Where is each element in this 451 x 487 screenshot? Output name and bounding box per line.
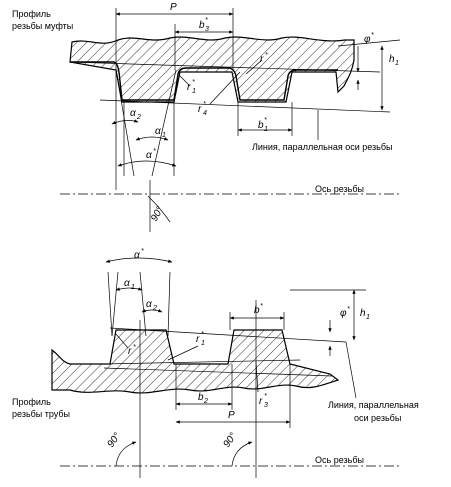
pipe-parallel-line-label-line1: Линия, параллельная — [328, 400, 419, 410]
label-alpha2-top: α — [130, 108, 136, 119]
coupling-caption-line1: Профиль — [12, 9, 51, 19]
label-alpha-bottom: α — [134, 250, 140, 261]
label-r4: r — [198, 104, 202, 115]
svg-text:*: * — [347, 306, 350, 313]
label-phi-bottom: φ — [340, 308, 347, 319]
svg-text:1: 1 — [366, 314, 370, 321]
label-b1: b — [258, 120, 264, 131]
svg-text:*: * — [205, 17, 208, 24]
label-90-top: 90° — [149, 205, 166, 224]
coupling-caption-line2: резьбы муфты — [12, 21, 73, 31]
svg-text:3: 3 — [264, 402, 268, 409]
coupling-inner-line — [69, 61, 381, 73]
svg-text:*: * — [264, 117, 267, 124]
svg-text:*: * — [192, 79, 195, 86]
svg-text:*: * — [264, 393, 267, 400]
svg-text:*: * — [265, 52, 268, 59]
svg-text:2: 2 — [203, 398, 208, 405]
label-alpha1-bottom: α — [124, 278, 130, 289]
svg-text:1: 1 — [395, 60, 399, 67]
svg-text:1: 1 — [131, 284, 135, 291]
label-r-top: r — [260, 54, 264, 65]
svg-text:*: * — [260, 303, 263, 310]
label-r-bottom: r — [128, 346, 132, 357]
coupling-teeth-outline — [70, 61, 338, 101]
svg-text:1: 1 — [201, 340, 205, 347]
svg-text:4: 4 — [203, 110, 207, 117]
label-b-bottom: b — [254, 305, 260, 316]
pipe-caption-line1: Профиль — [12, 397, 51, 407]
pipe-caption-line2: резьбы трубы — [12, 409, 70, 419]
label-P-bottom: P — [228, 410, 235, 421]
label-b3: b — [199, 20, 205, 31]
pipe-parallel-line-label-line2: оси резьбы — [354, 413, 401, 423]
label-alpha2-bottom: α — [146, 299, 152, 310]
svg-text:*: * — [203, 101, 206, 108]
label-r1-bottom: r — [196, 334, 200, 345]
pipe-axis-label: Ось резьбы — [315, 455, 364, 465]
pipe-profile-body — [51, 329, 340, 394]
svg-text:1: 1 — [264, 126, 268, 133]
coupling-profile-group: Профиль резьбы муфты P b 3 * r 1 * r 4 *… — [12, 2, 401, 232]
label-phi-top: φ — [364, 34, 371, 45]
label-h1-bottom: h — [360, 308, 366, 319]
label-90-bottom-left: 90° — [105, 431, 123, 450]
label-90-bottom-right: 90° — [221, 431, 239, 450]
coupling-parallel-line-label: Линия, параллельная оси резьбы — [252, 142, 392, 152]
svg-text:*: * — [201, 331, 204, 338]
svg-text:*: * — [133, 344, 136, 351]
svg-text:3: 3 — [205, 26, 209, 33]
svg-text:*: * — [371, 32, 374, 39]
svg-text:*: * — [153, 148, 156, 155]
pipe-parallel-line — [109, 327, 347, 343]
label-alpha-top: α — [146, 150, 152, 161]
coupling-axis-label: Ось резьбы — [315, 184, 364, 194]
svg-text:*: * — [204, 389, 207, 396]
pipe-profile-group: Профиль резьбы трубы α * α 1 α 2 b * φ *… — [12, 248, 419, 478]
label-h1-top: h — [389, 54, 395, 65]
label-alpha1-top: α — [155, 126, 161, 137]
coupling-parallel-line — [99, 99, 391, 113]
svg-text:2: 2 — [136, 114, 141, 121]
label-r1-top: r — [187, 82, 191, 93]
svg-text:1: 1 — [192, 88, 196, 95]
label-r3: r — [259, 396, 263, 407]
coupling-profile-body — [69, 36, 355, 103]
label-P-top: P — [170, 2, 177, 13]
svg-text:2: 2 — [152, 305, 157, 312]
label-b2: b — [198, 392, 204, 403]
svg-text:1: 1 — [162, 132, 166, 139]
svg-text:*: * — [141, 248, 144, 255]
